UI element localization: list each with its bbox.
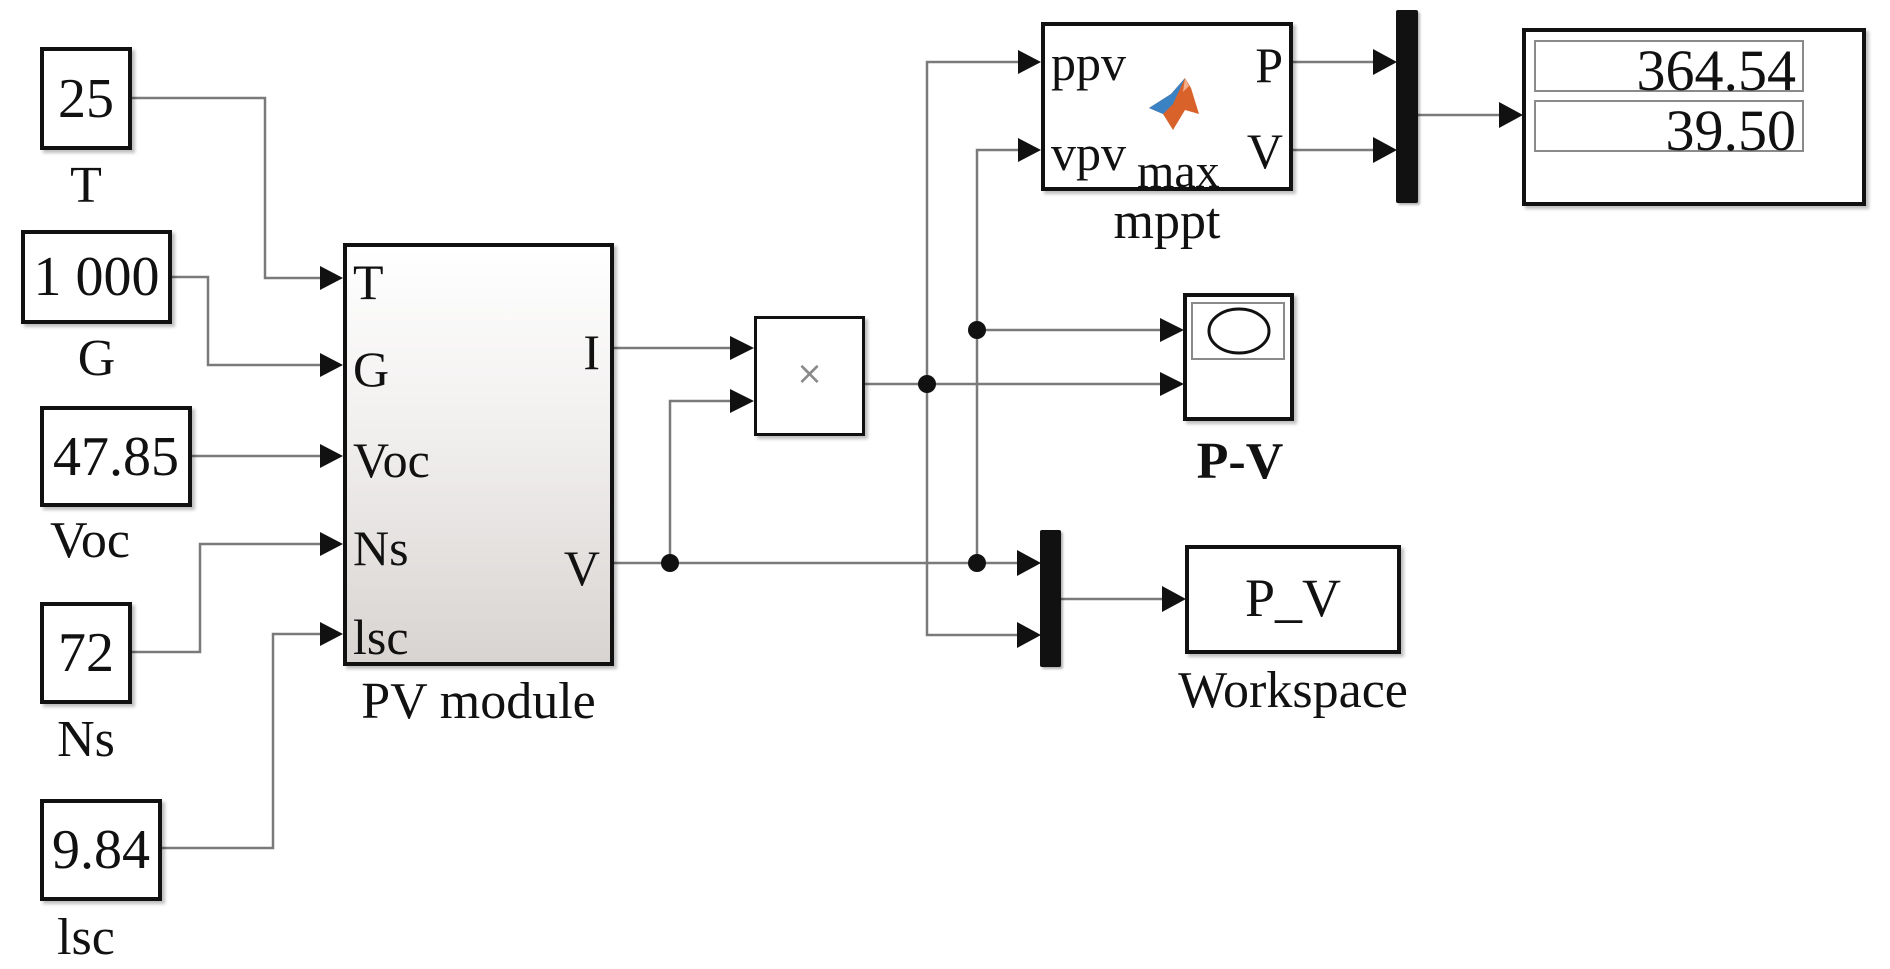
arrow-mux1-in2 (1373, 137, 1397, 163)
display-value-voltage: 39.50 (1534, 100, 1804, 160)
port-in-vpv: vpv (1051, 125, 1126, 181)
junction-dot (968, 321, 986, 339)
arrow-pv-G (320, 353, 343, 377)
constant-label-T: T (70, 157, 102, 214)
arrow-workspace (1162, 586, 1186, 612)
port-in-G: G (353, 341, 390, 397)
arrow-xy-in1 (1160, 318, 1184, 342)
port-in-Isc: lsc (353, 609, 409, 665)
product-block[interactable]: × (754, 316, 865, 436)
mppt-label: mppt (1113, 193, 1221, 250)
arrow-prod-in2 (730, 389, 754, 413)
xy-graph-block[interactable] (1183, 293, 1294, 421)
wire-Isc (161, 632, 320, 850)
constant-label-Ns: Ns (57, 711, 115, 768)
multiply-icon: × (796, 354, 823, 392)
port-out-V: V (563, 540, 600, 596)
port-in-Ns: Ns (353, 520, 409, 576)
port-in-ppv: ppv (1051, 35, 1126, 91)
display-block[interactable]: 364.54 39.50 (1522, 28, 1866, 206)
constant-value: 47.85 (53, 425, 179, 488)
wire-T (131, 96, 320, 280)
port-in-T: T (353, 254, 384, 310)
wire-V-product (668, 399, 730, 563)
xy-graph-icon (1207, 307, 1271, 355)
arrow-mux2-in2 (1017, 622, 1041, 648)
arrow-mppt-vpv (1018, 138, 1041, 162)
mppt-block[interactable]: ppv vpv max P V (1041, 22, 1293, 196)
arrow-pv-Voc (320, 444, 343, 468)
to-workspace-block[interactable]: P_V (1185, 545, 1401, 654)
constant-value: 72 (58, 622, 114, 684)
constant-block-Isc[interactable]: 9.84 (40, 799, 162, 901)
arrow-pv-T (320, 266, 343, 290)
junction-dot (918, 375, 936, 393)
constant-value: 9.84 (52, 819, 150, 881)
constant-value: 25 (58, 67, 114, 130)
arrow-pv-Isc (320, 622, 343, 646)
mux-block-workspace[interactable] (1040, 530, 1061, 667)
matlab-function-icon (1149, 78, 1199, 130)
port-subscript-max: max (1137, 145, 1220, 198)
junction-dot (661, 554, 679, 572)
constant-label-Isc: lsc (57, 909, 115, 966)
wire-Ns (131, 542, 320, 654)
arrow-prod-in1 (730, 336, 754, 360)
constant-block-G[interactable]: 1 000 (21, 230, 172, 324)
arrow-display (1499, 102, 1523, 128)
xy-graph-label: P-V (1196, 433, 1284, 490)
arrow-mppt-ppv (1018, 50, 1041, 74)
arrow-xy-in2 (1160, 372, 1184, 396)
wire-V-vpv (975, 148, 1018, 563)
constant-value: 1 000 (33, 246, 160, 308)
constant-label-G: G (77, 330, 116, 387)
wire-P-ppv (925, 60, 1018, 384)
constant-block-T[interactable]: 25 (40, 47, 132, 150)
port-in-Voc: Voc (353, 432, 430, 488)
wire-P-mux2 (925, 384, 1017, 637)
wire-G (171, 275, 320, 367)
workspace-label: Workspace (1178, 662, 1408, 719)
display-value-power: 364.54 (1534, 40, 1804, 100)
xy-graph-screen (1191, 302, 1285, 360)
port-out-I: I (583, 324, 600, 380)
port-out-P: P (1255, 37, 1283, 93)
arrow-mux1-in1 (1373, 49, 1397, 75)
arrow-mux2-in1 (1017, 550, 1041, 576)
mux-block-display[interactable] (1396, 10, 1418, 203)
pv-module-block[interactable]: T G Voc Ns lsc I V (343, 243, 614, 666)
constant-block-Ns[interactable]: 72 (40, 602, 132, 704)
workspace-variable: P_V (1244, 568, 1342, 628)
constant-label-Voc: Voc (50, 512, 130, 569)
pv-module-label: PV module (361, 673, 596, 730)
junction-dot (968, 554, 986, 572)
arrow-pv-Ns (320, 532, 343, 556)
constant-block-Voc[interactable]: 47.85 (40, 406, 192, 507)
port-out-V: V (1246, 123, 1283, 179)
